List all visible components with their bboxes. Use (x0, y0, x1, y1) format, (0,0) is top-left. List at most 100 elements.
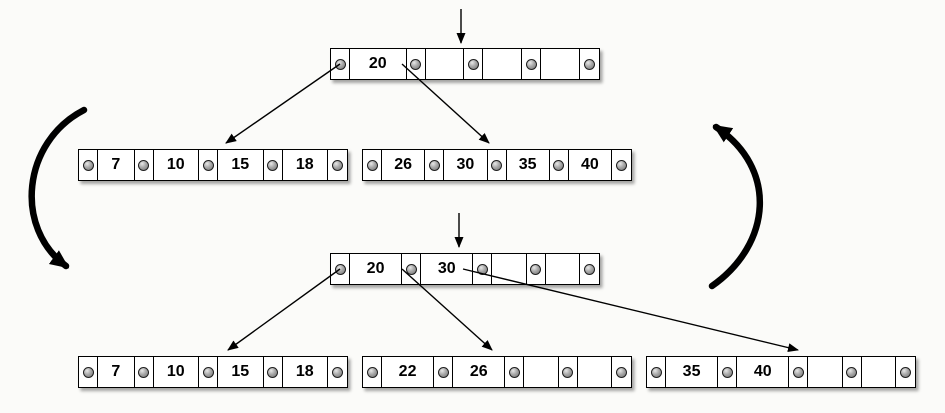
pointer-cell (488, 150, 507, 180)
pointer-cell (473, 254, 493, 284)
pointer-dot-icon (584, 263, 596, 275)
key-cell (524, 357, 559, 387)
key-cell (546, 254, 581, 284)
pointer-dot-icon (138, 366, 150, 378)
pointer-dot-icon (467, 58, 479, 70)
pointer-cell (527, 254, 546, 284)
pointer-dot-icon (334, 58, 346, 70)
pointer-cell (79, 150, 98, 180)
pointer-cell (580, 254, 599, 284)
after-child-1-node: 22 26 (362, 356, 632, 388)
key-cell: 22 (382, 357, 435, 387)
key-cell: 20 (350, 49, 407, 79)
pointer-cell (402, 254, 422, 284)
pointer-dot-icon (138, 159, 150, 171)
pointer-cell (363, 357, 382, 387)
key-cell: 10 (154, 150, 200, 180)
pointer-cell (896, 357, 915, 387)
pointer-cell (264, 357, 283, 387)
before-child-0-node: 7 10 15 18 (78, 149, 348, 181)
pointer-dot-icon (267, 159, 279, 171)
pointer-dot-icon (525, 58, 537, 70)
pointer-cell (647, 357, 666, 387)
key-cell: 10 (154, 357, 200, 387)
after-child-2-node: 35 40 (646, 356, 916, 388)
pointer-dot-icon (562, 366, 574, 378)
key-cell: 40 (569, 150, 612, 180)
key-cell: 35 (666, 357, 719, 387)
pointer-dot-icon (437, 366, 449, 378)
key-cell (862, 357, 897, 387)
key-cell: 18 (283, 150, 328, 180)
pointer-cell (199, 150, 219, 180)
pointer-dot-icon (202, 366, 214, 378)
key-cell: 15 (218, 357, 264, 387)
pointer-dot-icon (583, 58, 595, 70)
pointer-cell (464, 49, 484, 79)
key-cell: 35 (507, 150, 550, 180)
before-child-1-node: 26 30 35 40 (362, 149, 632, 181)
transform-back-curved-arrow-icon (708, 123, 764, 290)
key-cell: 40 (737, 357, 790, 387)
key-cell (483, 49, 523, 79)
key-cell: 26 (453, 357, 506, 387)
pointer-cell (550, 150, 569, 180)
pointer-dot-icon (331, 366, 343, 378)
pointer-cell (434, 357, 454, 387)
pointer-dot-icon (530, 263, 542, 275)
pointer-cell (505, 357, 525, 387)
pointer-dot-icon (366, 159, 378, 171)
pointer-dot-icon (491, 159, 502, 171)
key-cell (492, 254, 527, 284)
key-cell: 20 (350, 254, 403, 284)
pointer-cell (612, 150, 631, 180)
pointer-cell (135, 150, 154, 180)
pointer-dot-icon (900, 366, 912, 378)
pointer-dot-icon (331, 159, 343, 171)
key-cell: 30 (444, 150, 488, 180)
edge-after-root-to-child0 (227, 268, 341, 351)
pointer-dot-icon (476, 263, 488, 275)
pointer-cell (559, 357, 578, 387)
pointer-cell (407, 49, 426, 79)
pointer-dot-icon (334, 263, 346, 275)
pointer-cell (522, 49, 542, 79)
pointer-dot-icon (508, 366, 520, 378)
key-cell: 30 (421, 254, 474, 284)
pointer-cell (363, 150, 382, 180)
pointer-dot-icon (405, 263, 417, 275)
before-root-node: 20 (330, 48, 600, 80)
pointer-cell (264, 150, 283, 180)
key-cell (578, 357, 613, 387)
pointer-cell (135, 357, 154, 387)
pointer-dot-icon (82, 159, 94, 171)
pointer-dot-icon (366, 366, 378, 378)
pointer-dot-icon (428, 159, 440, 171)
key-cell: 26 (382, 150, 426, 180)
pointer-cell (580, 49, 599, 79)
pointer-dot-icon (410, 58, 422, 70)
key-cell (426, 49, 465, 79)
pointer-dot-icon (553, 159, 565, 171)
after-root-node: 20 30 (330, 253, 600, 285)
pointer-dot-icon (792, 366, 804, 378)
after-child-0-node: 7 10 15 18 (78, 356, 348, 388)
pointer-dot-icon (616, 366, 628, 378)
pointer-cell (199, 357, 219, 387)
pointer-cell (718, 357, 738, 387)
pointer-cell (789, 357, 809, 387)
edge-before-root-to-child0 (225, 63, 341, 144)
transform-forward-curved-arrow-icon (28, 106, 88, 270)
pointer-cell (331, 254, 350, 284)
pointer-cell (843, 357, 862, 387)
key-cell: 15 (218, 150, 264, 180)
pointer-dot-icon (721, 366, 733, 378)
pointer-cell (612, 357, 631, 387)
pointer-dot-icon (650, 366, 662, 378)
pointer-dot-icon (267, 366, 279, 378)
pointer-cell (331, 49, 350, 79)
pointer-dot-icon (616, 159, 627, 171)
pointer-dot-icon (202, 159, 214, 171)
pointer-cell (328, 150, 347, 180)
